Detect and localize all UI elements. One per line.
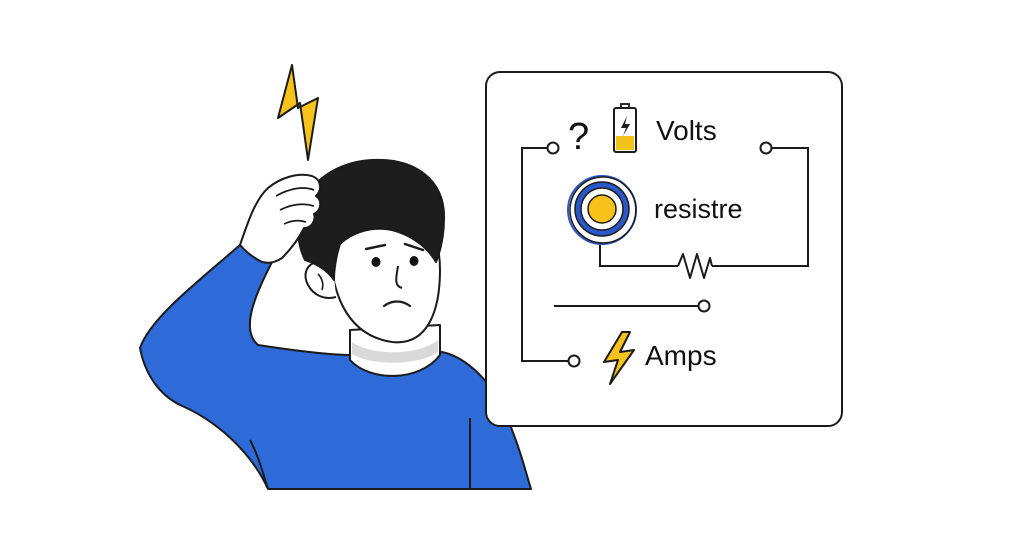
mouth — [382, 300, 412, 308]
confused-person — [139, 158, 532, 490]
nose — [395, 265, 403, 289]
resistor-symbol — [677, 253, 713, 279]
lightning-bolt-icon — [603, 331, 635, 385]
terminal-dot — [546, 141, 560, 155]
right-eye — [409, 256, 419, 266]
volts-label: Volts — [656, 115, 717, 146]
left-eye — [371, 257, 381, 267]
question-mark: ? — [568, 116, 589, 158]
circuit-wires — [521, 147, 809, 362]
terminal-dot — [759, 141, 773, 155]
amps-label: Amps — [645, 340, 717, 371]
resistre-label: resistre — [654, 194, 743, 224]
battery-icon — [613, 103, 637, 153]
concept-card: ? Volts resistre Amps — [485, 71, 843, 427]
hand — [239, 173, 322, 264]
dial-icon — [567, 175, 637, 245]
terminal-dot — [697, 299, 711, 313]
hair — [296, 158, 446, 281]
terminal-dot — [567, 354, 581, 368]
neck — [349, 324, 441, 377]
head-lightning-icon — [277, 64, 319, 161]
